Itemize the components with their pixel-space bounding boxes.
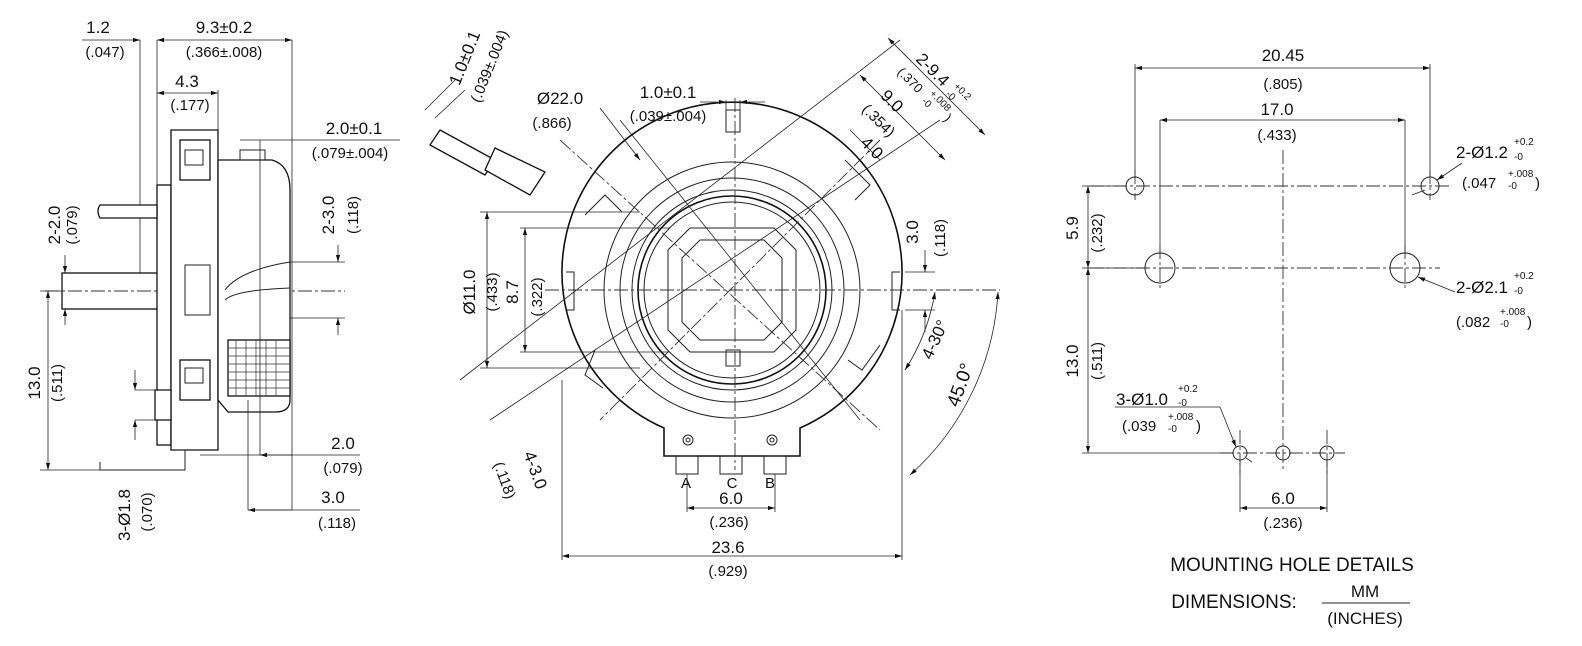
dim-hole-big-tol: +0.2 [1514,271,1534,282]
dim-tab-left-in: (.079) [64,205,81,244]
units-mm: MM [1351,582,1379,601]
dim-hole-small-group: 2-Ø1.2 +0.2 -0 (.047 +.008 -0 ) [1456,137,1540,192]
dim-bushing: 4.3 [175,72,199,91]
dim-tab-right-in: (.118) [345,196,362,234]
dim-tab-width-in: (.079±.004) [312,145,389,162]
dim-key-in: (.039±.004) [630,108,707,125]
dim-hole-small-in-tol2: -0 [1508,181,1517,192]
dim-tab-right: 2-3.0 [319,196,338,235]
dim-height-in: (.511) [49,364,66,402]
mounting-view: 20.45 (.805) 17.0 (.433) 2-Ø1.2 +0.2 -0 … [1063,46,1540,628]
dim-flat-in: (.322) [529,277,546,316]
dim-pin-holes-in-close: ) [1196,418,1201,435]
dim-pin-holes-tol2: -0 [1178,398,1187,409]
dim-slot-430: 4-3.0 [520,449,551,492]
dim-slot-spacing-in-close: ) [941,111,955,125]
dim-bore: Ø11.0 [460,269,479,314]
dim-body-depth-in: (.366±.008) [186,44,263,61]
units-label: DIMENSIONS: [1171,592,1297,613]
dim-pin-len2-in: (.118) [318,515,356,532]
dim-hole-small-in-close: ) [1535,175,1540,192]
dim-pin-holes-in-tol: +.008 [1168,412,1194,423]
dim-side-30: 3.0 [903,220,922,244]
dim-pin-dia: 3-Ø1.8 [115,489,134,541]
dim-shaft-flat-in: (.047) [85,44,124,61]
dim-body-depth: 9.3±0.2 [196,18,253,37]
dim-v-59: 5.9 [1063,216,1082,240]
dim-pin-len1: 2.0 [331,434,355,453]
dim-v-130-in: (.511) [1089,342,1106,380]
dim-pin-holes-group: 3-Ø1.0 +0.2 -0 (.039 +.008 -0 ) [1116,384,1201,435]
units-in: (INCHES) [1327,609,1403,628]
dim-bore-in: (.433) [484,272,501,311]
dim-angle-30: 4-30° [918,317,952,362]
dim-pin-holes-in: (.039 [1122,418,1156,435]
dim-tab-width: 2.0±0.1 [326,119,383,138]
dim-key: 1.0±0.1 [640,83,697,102]
dim-tab-left: 2-2.0 [45,206,64,245]
dim-pin-dia-in: (.070) [139,492,156,531]
dim-hole-big-in-tol: +.008 [1500,307,1526,318]
dim-flat: 8.7 [503,280,522,304]
dim-width: 23.6 [711,538,744,557]
dim-width-in: (.929) [708,563,747,580]
dim-pin-pitch-m-in: (.236) [1263,515,1302,532]
dim-pin-pitch-m: 6.0 [1271,489,1295,508]
dim-v-130: 13.0 [1063,344,1082,377]
dim-side-30-in: (.118) [932,219,949,257]
dim-hole-big-tol2: -0 [1514,286,1523,297]
dim-pin-len2: 3.0 [321,488,345,507]
pin-label-b: B [765,475,775,492]
dim-pin-holes-tol: +0.2 [1178,384,1198,395]
dim-flange-dia: Ø22.0 [537,89,583,108]
dim-hole-small-in: (.047 [1462,175,1496,192]
dim-pin-holes-in-tol2: -0 [1168,424,1177,435]
dim-inner: 17.0 [1260,100,1293,119]
dim-hole-big-in-tol2: -0 [1500,319,1509,330]
dim-pin-len1-in: (.079) [323,460,362,477]
dim-hole-small-in-tol: +.008 [1508,169,1534,180]
dim-pin-holes: 3-Ø1.0 [1116,390,1168,409]
dim-inner-in: (.433) [1257,127,1296,144]
dim-hole-big-group: 2-Ø2.1 +0.2 -0 (.082 +.008 -0 ) [1456,271,1534,331]
dim-hole-big-in: (.082 [1456,314,1490,331]
dim-flange-dia-in: (.866) [532,115,571,132]
front-view: 1.0±0.1 (.039±.004) Ø22.0 (.866) 1.0±0.1… [424,28,1000,580]
dim-pin-pitch-in: (.236) [709,514,748,531]
dim-v-59-in: (.232) [1089,213,1106,252]
dim-slot-430-in: (.118) [490,460,519,502]
dim-outer-in: (.805) [1263,76,1302,93]
dim-slot-spacing-group: 2-9.4 +0.2 -0 (.370 +.008 -0 ) [894,49,973,125]
dim-height: 13.0 [25,366,44,399]
dim-bushing-in: (.177) [170,97,209,114]
dim-hole-small: 2-Ø1.2 [1456,143,1508,162]
dim-shaft-flat: 1.2 [86,18,110,37]
dim-hole-big-in-close: ) [1527,314,1532,331]
dim-hole-big: 2-Ø2.1 [1456,278,1508,297]
pin-label-a: A [681,475,691,492]
mounting-title: MOUNTING HOLE DETAILS [1170,555,1414,576]
hatch-pattern [228,340,290,396]
dim-hole-small-tol2: -0 [1514,152,1523,163]
side-view: 1.2 (.047) 9.3±0.2 (.366±.008) 4.3 (.177… [25,18,400,541]
dim-pin-pitch: 6.0 [719,489,743,508]
pin-label-c: C [727,475,738,492]
dim-angle-45: 45.0° [943,361,978,410]
dim-hole-small-tol: +0.2 [1514,137,1534,148]
dim-outer: 20.45 [1262,46,1305,65]
